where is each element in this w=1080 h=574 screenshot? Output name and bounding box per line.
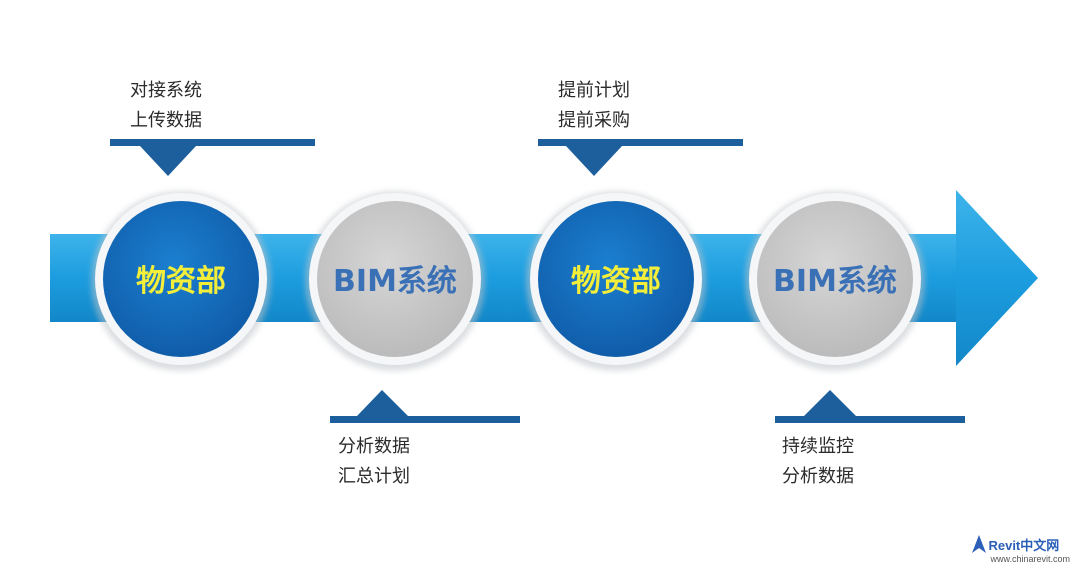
watermark: Revit中文网 www.chinarevit.com [970,534,1070,564]
pointer-bottom-1 [330,390,520,423]
pointer-bottom-2 [775,390,965,423]
node-label: 物资部 [571,264,661,299]
note-line: 分析数据 [782,466,854,487]
note-line: 分析数据 [338,436,410,457]
note-line: 提前计划 [558,80,630,101]
note-line: 汇总计划 [338,466,410,487]
node-label: 物资部 [136,264,226,299]
pointer-top-2 [538,139,743,176]
note-line: 上传数据 [130,110,202,131]
note-line: 持续监控 [782,436,854,457]
node-dept-1: 物资部 [91,191,271,371]
revit-logo-icon [972,535,987,553]
note-top-1: 对接系统 上传数据 [130,76,202,136]
note-top-2: 提前计划 提前采购 [558,76,630,136]
node-label: BIM系统 [773,264,897,299]
watermark-url: www.chinarevit.com [990,554,1070,564]
watermark-brand: Revit中文网 [988,537,1060,553]
note-bottom-2: 持续监控 分析数据 [782,432,854,492]
pointer-top-1 [110,139,315,176]
node-system-1: BIM系统 [305,191,485,371]
note-line: 对接系统 [130,80,202,101]
node-label: BIM系统 [333,264,457,299]
node-system-2: BIM系统 [745,191,925,371]
note-line: 提前采购 [558,110,630,131]
node-dept-2: 物资部 [526,191,706,371]
note-bottom-1: 分析数据 汇总计划 [338,432,410,492]
